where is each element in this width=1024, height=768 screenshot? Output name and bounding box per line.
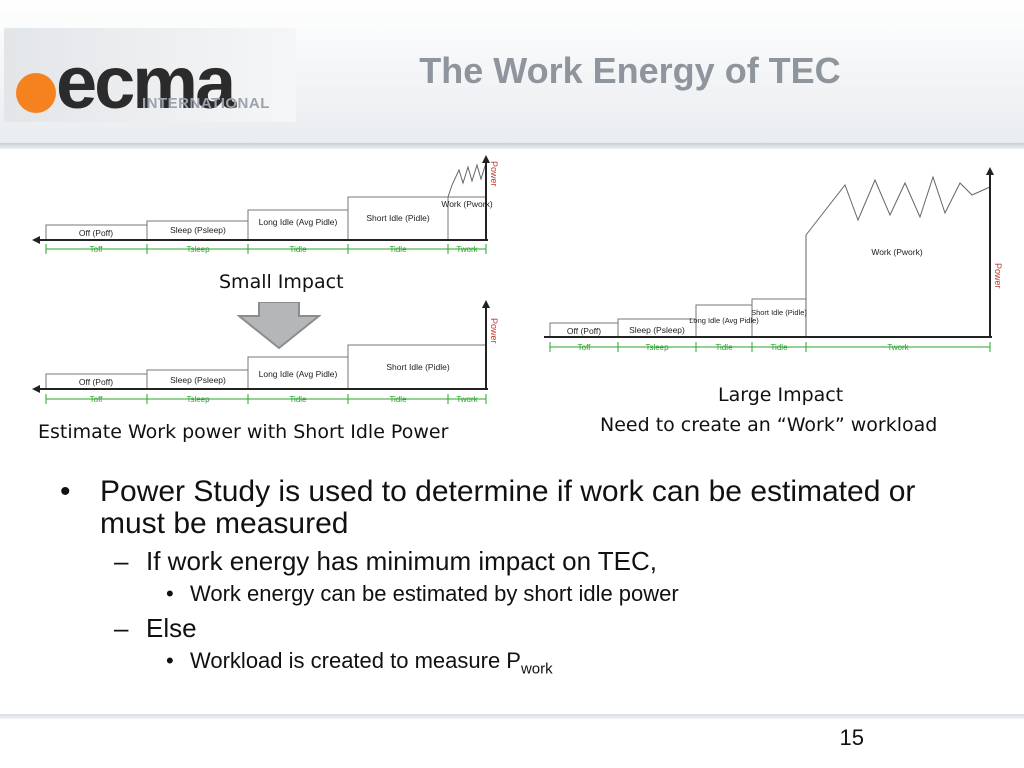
time-label-long-idle: Tidle (289, 245, 307, 254)
power-axis-label: Power (489, 161, 499, 187)
time-label-long-idle: Tidle (289, 395, 307, 404)
bullet-level-2: – Else (60, 613, 960, 643)
large-impact-caption: Large Impact (718, 384, 844, 406)
segment-label-off: Off (Poff) (79, 228, 113, 238)
page-number: 15 (839, 725, 864, 750)
segment-label-off: Off (Poff) (567, 326, 601, 336)
bullet-list: • Power Study is used to determine if wo… (60, 476, 960, 682)
segment-label-off: Off (Poff) (79, 377, 113, 387)
segment-label-sleep: Sleep (Psleep) (629, 325, 685, 335)
slide-title: The Work Energy of TEC (419, 50, 841, 91)
logo-wordmark: ecma (56, 41, 236, 124)
time-label-short-idle: Tidle (389, 395, 407, 404)
header-divider (0, 143, 1024, 149)
time-label-work: Twork (456, 395, 478, 404)
bullet-text: Power Study is used to determine if work… (100, 475, 916, 540)
segment-label-long-idle: Long Idle (Avg Pidle) (689, 316, 759, 325)
power-axis-label: Power (993, 263, 1003, 289)
bullet-text: Work energy can be estimated by short id… (190, 581, 679, 606)
segment-label-short-idle: Short Idle (Pidle) (386, 362, 449, 372)
down-arrow-icon (237, 302, 321, 350)
bullet-subscript: work (520, 660, 553, 678)
time-label-sleep: Tsleep (186, 245, 210, 254)
bullet-mark: • (166, 648, 174, 673)
work-spikes (447, 162, 487, 198)
bullet-level-2: – If work energy has minimum impact on T… (60, 546, 960, 576)
segment-short-idle (347, 344, 487, 390)
bullet-text: Else (146, 613, 197, 643)
dash-mark: – (114, 613, 129, 643)
estimate-caption: Estimate Work power with Short Idle Powe… (38, 421, 449, 443)
large-impact-diagram: Power Off (Poff) Sleep (Psleep) Long Idl… (544, 167, 1003, 352)
segment-long-idle (247, 209, 349, 241)
time-label-off: Toff (90, 395, 104, 404)
segment-label-sleep: Sleep (Psleep) (170, 225, 226, 235)
segment-label-work: Work (Pwork) (441, 199, 492, 209)
segment-label-short-idle: Short Idle (Pidle) (751, 308, 807, 317)
time-label-work: Twork (456, 245, 478, 254)
small-impact-caption: Small Impact (219, 271, 344, 293)
bullet-level-3: • Workload is created to measure Pwork (60, 648, 960, 682)
time-label-sleep: Tsleep (186, 395, 210, 404)
workload-caption: Need to create an “Work” workload (600, 414, 938, 436)
logo-subtitle: INTERNATIONAL (142, 95, 270, 112)
logo-orange-dot (16, 73, 56, 113)
segment-long-idle (695, 304, 753, 338)
bullet-level-1: • Power Study is used to determine if wo… (60, 476, 960, 540)
time-label-off: Toff (578, 343, 592, 352)
estimate-diagram: Power Off (Poff) Sleep (Psleep) Long Idl… (32, 300, 499, 404)
small-impact-diagram: Power Off (Poff) Sleep (Psleep) Long Idl… (32, 155, 499, 254)
segment-label-sleep: Sleep (Psleep) (170, 375, 226, 385)
time-label-short-idle: Tidle (389, 245, 407, 254)
bullet-text: Workload is created to measure P (190, 648, 521, 673)
segment-label-work: Work (Pwork) (871, 247, 922, 257)
work-region (805, 175, 991, 337)
segment-label-short-idle: Short Idle (Pidle) (366, 213, 429, 223)
bullet-level-3: • Work energy can be estimated by short … (60, 581, 960, 607)
bullet-text: If work energy has minimum impact on TEC… (146, 546, 658, 576)
segment-work (447, 196, 487, 241)
time-label-long-idle: Tidle (715, 343, 733, 352)
time-label-short-idle: Tidle (770, 343, 788, 352)
segment-label-long-idle: Long Idle (Avg Pidle) (259, 369, 338, 379)
bullet-mark: • (60, 475, 71, 508)
segment-short-idle (751, 298, 807, 338)
time-label-sleep: Tsleep (645, 343, 669, 352)
time-label-off: Toff (90, 245, 104, 254)
time-label-work: Twork (887, 343, 909, 352)
bullet-mark: • (166, 581, 174, 606)
logo-panel (4, 28, 296, 122)
footer-divider (0, 714, 1024, 719)
segment-long-idle (247, 356, 349, 390)
ecma-logo: ecma INTERNATIONAL (4, 28, 296, 122)
dash-mark: – (114, 546, 129, 576)
segment-label-long-idle: Long Idle (Avg Pidle) (259, 217, 338, 227)
power-axis-label: Power (489, 318, 499, 344)
